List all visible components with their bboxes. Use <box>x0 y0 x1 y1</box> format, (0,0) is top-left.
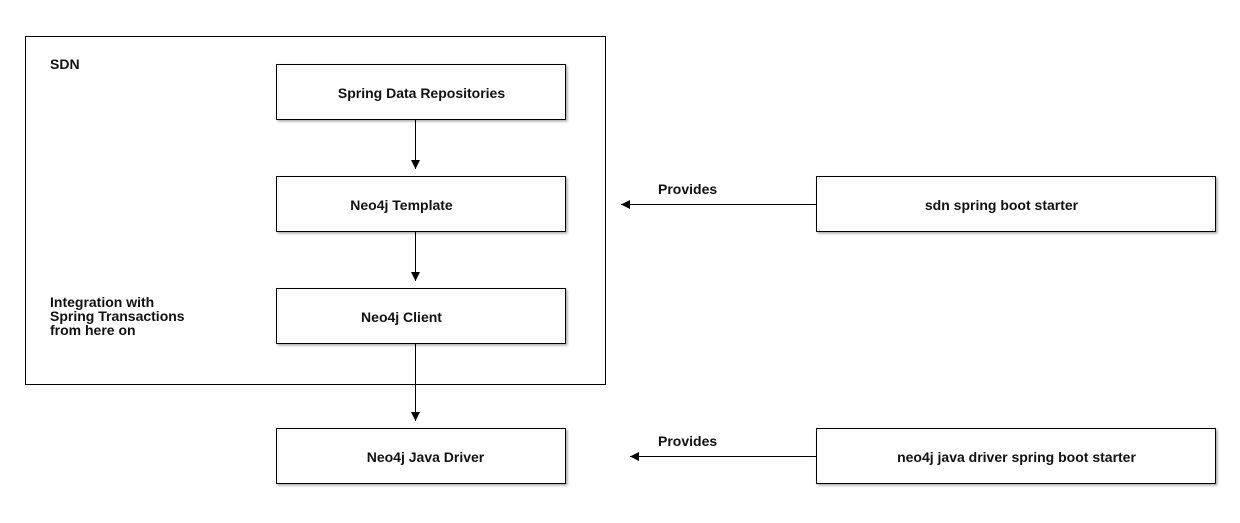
driver-label: Neo4j Java Driver <box>366 448 485 465</box>
integration-note-line2: Spring Transactions <box>50 308 185 324</box>
sdn-starter-node <box>816 176 1216 232</box>
repositories-node <box>276 64 566 120</box>
integration-note-line3: from here on <box>50 322 136 338</box>
provides-label-top: Provides <box>658 181 718 197</box>
sdn-group-title: SDN <box>50 56 80 72</box>
provides-label-bottom: Provides <box>658 433 718 449</box>
template-node <box>276 176 566 232</box>
client-label: Neo4j Client <box>361 308 442 325</box>
repositories-label: Spring Data Repositories <box>337 84 506 101</box>
integration-note-line1: Integration with <box>50 294 155 310</box>
client-node <box>276 288 566 344</box>
driver-starter-label: neo4j java driver spring boot starter <box>897 448 1136 465</box>
sdn-starter-label: sdn spring boot starter <box>924 196 1079 213</box>
driver-node <box>276 428 566 484</box>
template-label: Neo4j Template <box>350 196 453 213</box>
sdn-group-frame <box>25 36 606 385</box>
driver-starter-node <box>816 428 1216 484</box>
